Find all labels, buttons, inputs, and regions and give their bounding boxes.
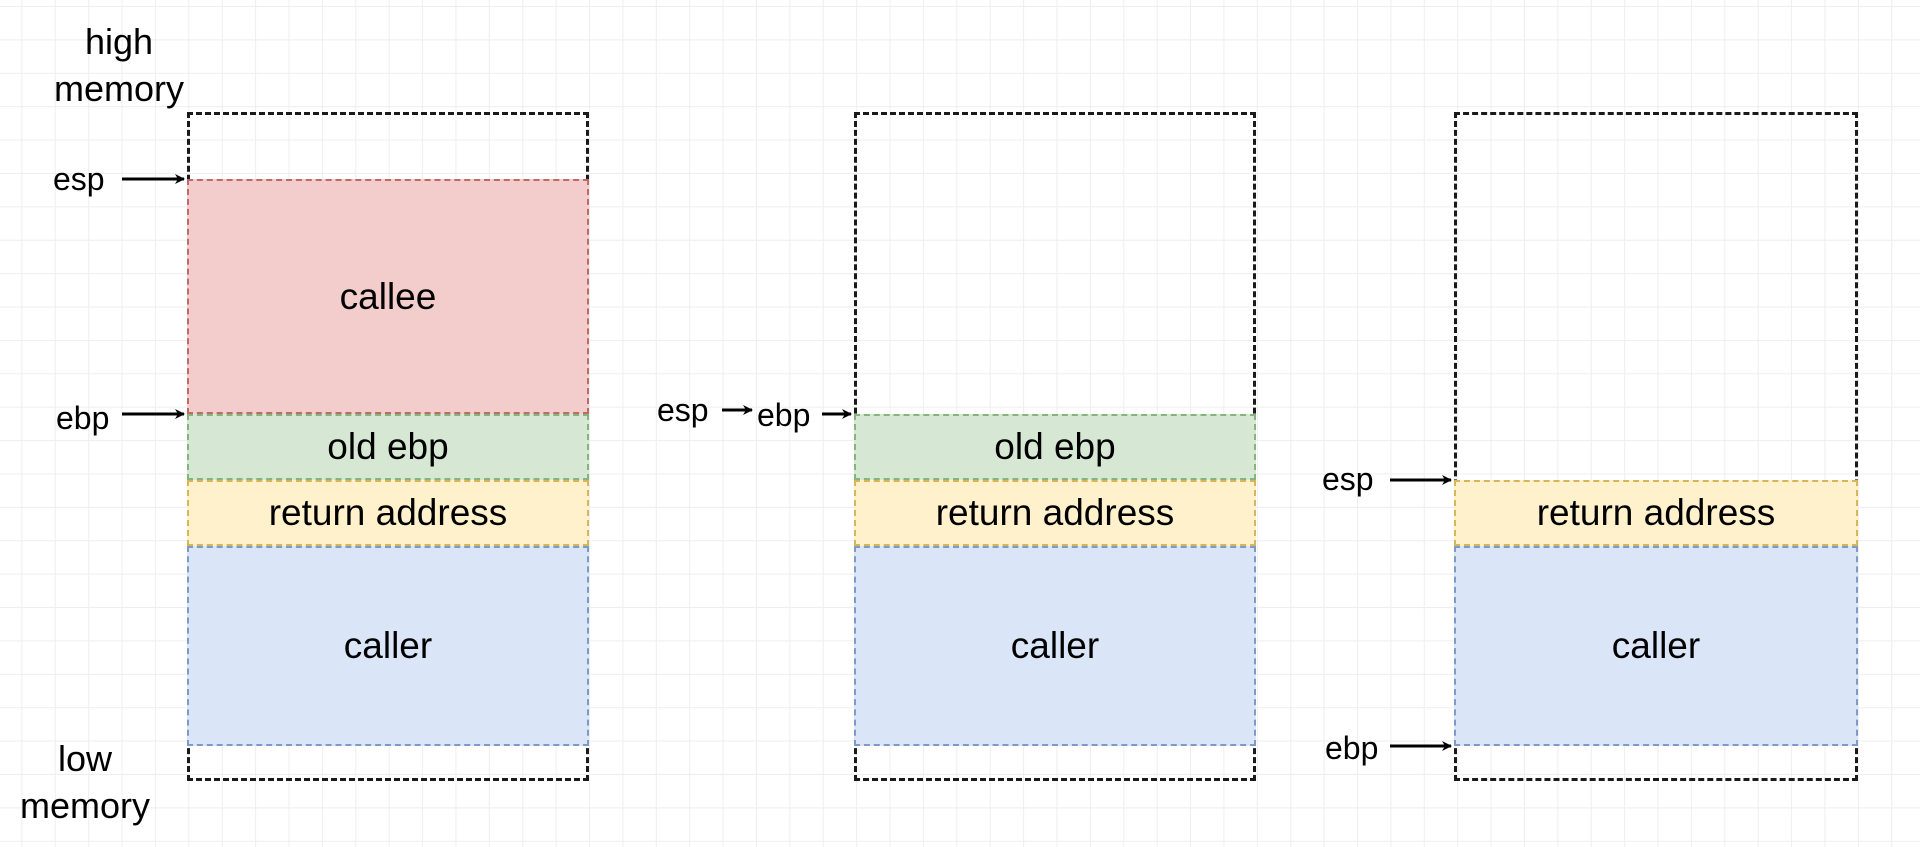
return-address-segment: return address: [1454, 480, 1858, 546]
old-ebp-segment: old ebp: [854, 414, 1256, 480]
ebp-pointer-label: ebp: [757, 397, 811, 433]
low-memory-label: low memory: [10, 735, 160, 829]
ebp-pointer-label: ebp: [1325, 730, 1379, 766]
return-address-segment: return address: [854, 480, 1256, 546]
caller-segment: caller: [187, 546, 589, 746]
low-memory-line2: memory: [19, 785, 150, 826]
caller-segment: caller: [1454, 546, 1858, 746]
esp-pointer-label: esp: [53, 161, 105, 197]
callee-label: callee: [339, 275, 437, 317]
return-address-label: return address: [268, 492, 508, 533]
caller-label: caller: [343, 625, 433, 666]
ebp-pointer-label: ebp: [56, 400, 110, 436]
caller-label: caller: [1010, 625, 1100, 666]
return-address-label: return address: [1536, 492, 1776, 533]
esp-pointer-label: esp: [657, 392, 709, 428]
high-memory-line1: high: [84, 21, 154, 62]
high-memory-line2: memory: [53, 68, 184, 109]
esp-pointer-label: esp: [1322, 461, 1374, 497]
low-memory-line1: low: [57, 738, 113, 779]
old-ebp-label: old ebp: [327, 426, 449, 467]
return-address-segment: return address: [187, 480, 589, 546]
caller-segment: caller: [854, 546, 1256, 746]
caller-label: caller: [1611, 625, 1701, 666]
high-memory-label: high memory: [48, 18, 190, 112]
old-ebp-segment: old ebp: [187, 414, 589, 480]
old-ebp-label: old ebp: [994, 426, 1116, 467]
return-address-label: return address: [935, 492, 1175, 533]
stack-frame-panel-3: [1454, 112, 1858, 781]
callee-segment: callee: [187, 179, 589, 414]
